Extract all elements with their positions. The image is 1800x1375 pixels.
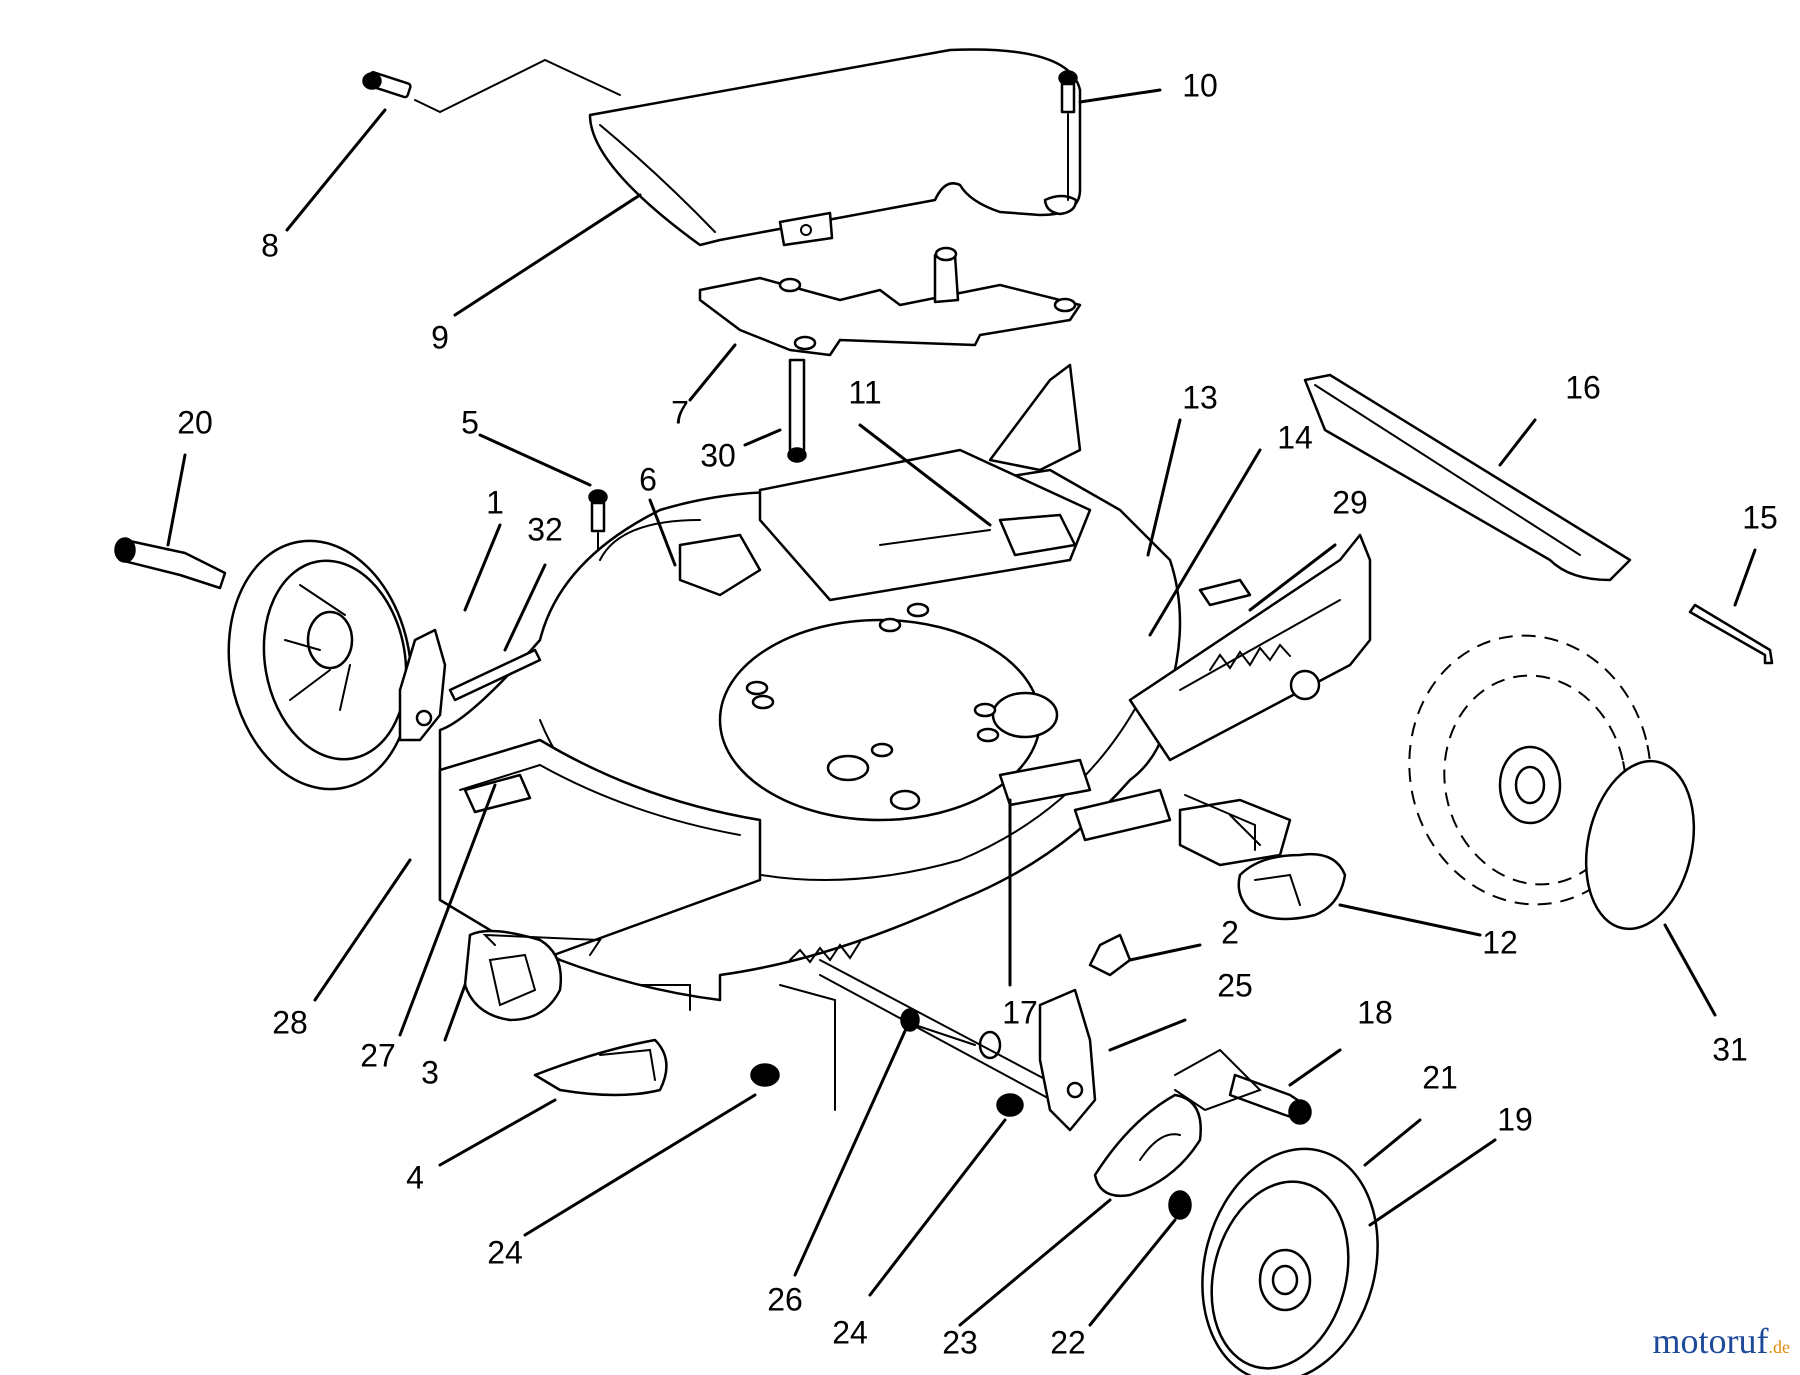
callout-25: 25 xyxy=(1217,967,1253,1003)
callout-2: 2 xyxy=(1221,914,1239,950)
part-wheel-front-right xyxy=(1201,1147,1379,1375)
watermark-main: motoruf xyxy=(1652,1321,1769,1361)
part-hubcap-31 xyxy=(1584,759,1696,931)
part-nut-24-right xyxy=(996,1093,1024,1117)
part-nut-24-left xyxy=(750,984,836,1111)
callout-24-left: 24 xyxy=(487,1234,523,1270)
part-washer-22 xyxy=(1168,1190,1192,1220)
callout-15: 15 xyxy=(1742,499,1778,535)
part-rear-cover xyxy=(588,48,1082,247)
callout-9: 9 xyxy=(431,319,449,355)
callout-14: 14 xyxy=(1277,419,1313,455)
part-corner-guard-3 xyxy=(463,929,602,1022)
part-bolt-10 xyxy=(1058,70,1078,201)
callout-16: 16 xyxy=(1565,369,1601,405)
part-corner-guard-4 xyxy=(533,984,691,1097)
callout-26: 26 xyxy=(767,1281,803,1317)
callout-31: 31 xyxy=(1712,1031,1748,1067)
part-decal-front xyxy=(463,773,532,814)
part-baffle xyxy=(698,246,1082,357)
callout-10: 10 xyxy=(1182,67,1218,103)
part-decal-strip xyxy=(448,648,542,702)
callout-7: 7 xyxy=(671,394,689,430)
callout-8: 8 xyxy=(261,227,279,263)
part-wheel-pocket-23 xyxy=(1093,1093,1202,1198)
callout-29: 29 xyxy=(1332,484,1368,520)
callout-27: 27 xyxy=(360,1037,396,1073)
watermark-logo: motoruf.de xyxy=(1653,1321,1790,1367)
callout-20: 20 xyxy=(177,404,213,440)
callout-12: 12 xyxy=(1482,924,1518,960)
part-axle-26 xyxy=(819,959,1076,1111)
watermark-tld: .de xyxy=(1768,1337,1791,1357)
callout-5: 5 xyxy=(461,404,479,440)
part-axle-bracket-25 xyxy=(1038,988,1097,1132)
part-deck xyxy=(438,363,1372,1002)
callout-28: 28 xyxy=(272,1004,308,1040)
callout-6: 6 xyxy=(639,461,657,497)
part-bolt-8 xyxy=(362,58,621,114)
part-wheel-front-left xyxy=(114,537,413,791)
callout-numbers: 1 2 3 4 5 6 7 8 9 10 11 12 13 14 15 16 1… xyxy=(177,67,1778,1360)
part-bolt-30 xyxy=(787,358,807,463)
callout-19: 19 xyxy=(1497,1101,1533,1137)
callout-13: 13 xyxy=(1182,379,1218,415)
callout-21: 21 xyxy=(1422,1059,1458,1095)
callout-18: 18 xyxy=(1357,994,1393,1030)
part-block-2 xyxy=(1088,933,1132,977)
part-rear-flap-16 xyxy=(1303,373,1632,582)
part-axle-bracket-front-left xyxy=(398,628,447,742)
callout-24-right: 24 xyxy=(832,1314,868,1350)
part-wheel-rear-right xyxy=(1408,634,1652,906)
part-rear-guard-12 xyxy=(1184,794,1347,921)
part-wheel-bolt-18 xyxy=(1174,1048,1312,1125)
callout-4: 4 xyxy=(406,1159,424,1195)
callout-3: 3 xyxy=(421,1054,439,1090)
callout-32: 32 xyxy=(527,511,563,547)
part-pin-15 xyxy=(1688,603,1774,665)
leader-lines xyxy=(166,88,1757,1327)
callout-23: 23 xyxy=(942,1324,978,1360)
callout-1: 1 xyxy=(486,484,504,520)
callout-30: 30 xyxy=(700,437,736,473)
callout-17: 17 xyxy=(1002,994,1038,1030)
callout-22: 22 xyxy=(1050,1324,1086,1360)
callout-11: 11 xyxy=(848,374,881,410)
